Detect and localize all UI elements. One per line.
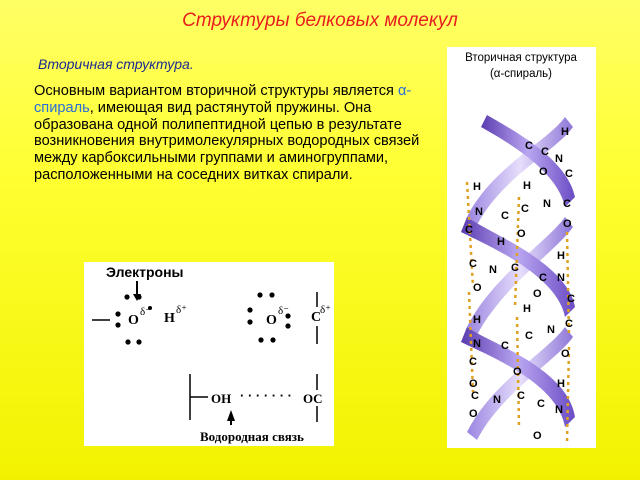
svg-text:O: O (513, 366, 522, 378)
svg-text:C: C (525, 140, 533, 152)
hydrogen-bond-diagram: Электроны O δ⁻ H δ⁺ O δ⁻ C δ⁺ OH (92, 264, 331, 444)
left-electron-dots (115, 294, 152, 345)
left-delta-minus: δ⁻ (140, 306, 151, 318)
svg-text:N: N (543, 198, 551, 210)
section-subtitle: Вторичная структура. (38, 56, 194, 72)
hydrogen-bond-illustration: Электроны O δ⁻ H δ⁺ O δ⁻ C δ⁺ OH (84, 262, 334, 446)
helix-caption-line2: (α-спираль) (490, 68, 552, 80)
svg-text:C: C (501, 210, 509, 222)
svg-text:H: H (523, 303, 531, 315)
svg-text:C: C (465, 224, 473, 236)
svg-text:C: C (563, 198, 571, 210)
right-delta-plus: δ⁺ (320, 304, 331, 316)
helix-caption-line1: Вторичная структура (465, 52, 577, 64)
description-part2: , имеющая вид растянутой пружины. Она об… (34, 99, 420, 183)
hydrogen-atom: H (164, 311, 175, 326)
svg-text:C: C (469, 356, 477, 368)
helix-ribbon-front (461, 115, 575, 427)
svg-text:C: C (537, 398, 545, 410)
svg-text:H: H (523, 180, 531, 192)
electrons-label: Электроны (106, 264, 184, 280)
right-electron-dots (247, 292, 291, 343)
svg-text:H: H (557, 378, 565, 390)
svg-text:C: C (539, 272, 547, 284)
caption-arrowhead (227, 410, 235, 421)
slide-title: Структуры белковых молекул (182, 10, 458, 31)
right-delta-minus: δ⁻ (278, 305, 289, 317)
svg-text:C: C (511, 262, 519, 274)
hydrogen-bond-caption: Водородная связь (200, 429, 304, 444)
svg-text:C: C (541, 146, 549, 158)
svg-text:C: C (521, 203, 529, 215)
right-oxygen-atom: O (266, 313, 277, 328)
svg-text:O: O (539, 166, 548, 178)
svg-text:C: C (501, 340, 509, 352)
svg-text:N: N (555, 153, 563, 165)
helix-hydrogen-bonds (465, 181, 571, 443)
svg-text:O: O (469, 408, 478, 420)
hydrogen-bond-dots: · · · · · · · (240, 388, 292, 403)
svg-text:C: C (469, 258, 477, 270)
svg-text:C: C (517, 390, 525, 402)
svg-text:N: N (475, 206, 483, 218)
svg-text:N: N (547, 324, 555, 336)
svg-text:N: N (557, 272, 565, 284)
description-part1: Основным вариантом вторичной структуры я… (34, 83, 398, 99)
description-paragraph: Основным вариантом вторичной структуры я… (34, 83, 426, 184)
svg-text:O: O (473, 282, 482, 294)
helix-atom-labels: H C C N O H H C N C C N C O O C H H C N … (465, 126, 575, 442)
svg-text:H: H (561, 126, 569, 138)
svg-text:H: H (557, 250, 565, 262)
svg-text:C: C (565, 168, 573, 180)
svg-text:O: O (469, 378, 478, 390)
svg-text:O: O (533, 430, 542, 442)
oc-group-label: OC (303, 391, 323, 406)
oh-group-label: OH (211, 391, 231, 406)
svg-text:N: N (473, 338, 481, 350)
svg-text:O: O (563, 218, 572, 230)
alpha-helix-illustration: Вторичная структура (α-спираль) H C (447, 47, 596, 448)
carbon-atom: C (311, 310, 321, 325)
svg-text:C: C (525, 330, 533, 342)
svg-text:C: C (567, 293, 575, 305)
svg-text:H: H (473, 314, 481, 326)
svg-text:O: O (561, 348, 570, 360)
svg-text:N: N (489, 264, 497, 276)
svg-text:N: N (555, 404, 563, 416)
svg-text:O: O (517, 228, 526, 240)
svg-text:N: N (493, 394, 501, 406)
alpha-helix-term: α-спираль (34, 83, 412, 116)
svg-text:H: H (473, 181, 481, 193)
svg-text:H: H (497, 236, 505, 248)
alpha-helix-diagram: Вторичная структура (α-спираль) H C (461, 52, 578, 443)
helix-ribbon-back (467, 117, 573, 440)
svg-text:O: O (533, 288, 542, 300)
svg-text:C: C (471, 390, 479, 402)
svg-text:C: C (565, 318, 573, 330)
left-delta-plus: δ⁺ (176, 304, 187, 316)
left-oxygen-atom: O (128, 313, 139, 328)
